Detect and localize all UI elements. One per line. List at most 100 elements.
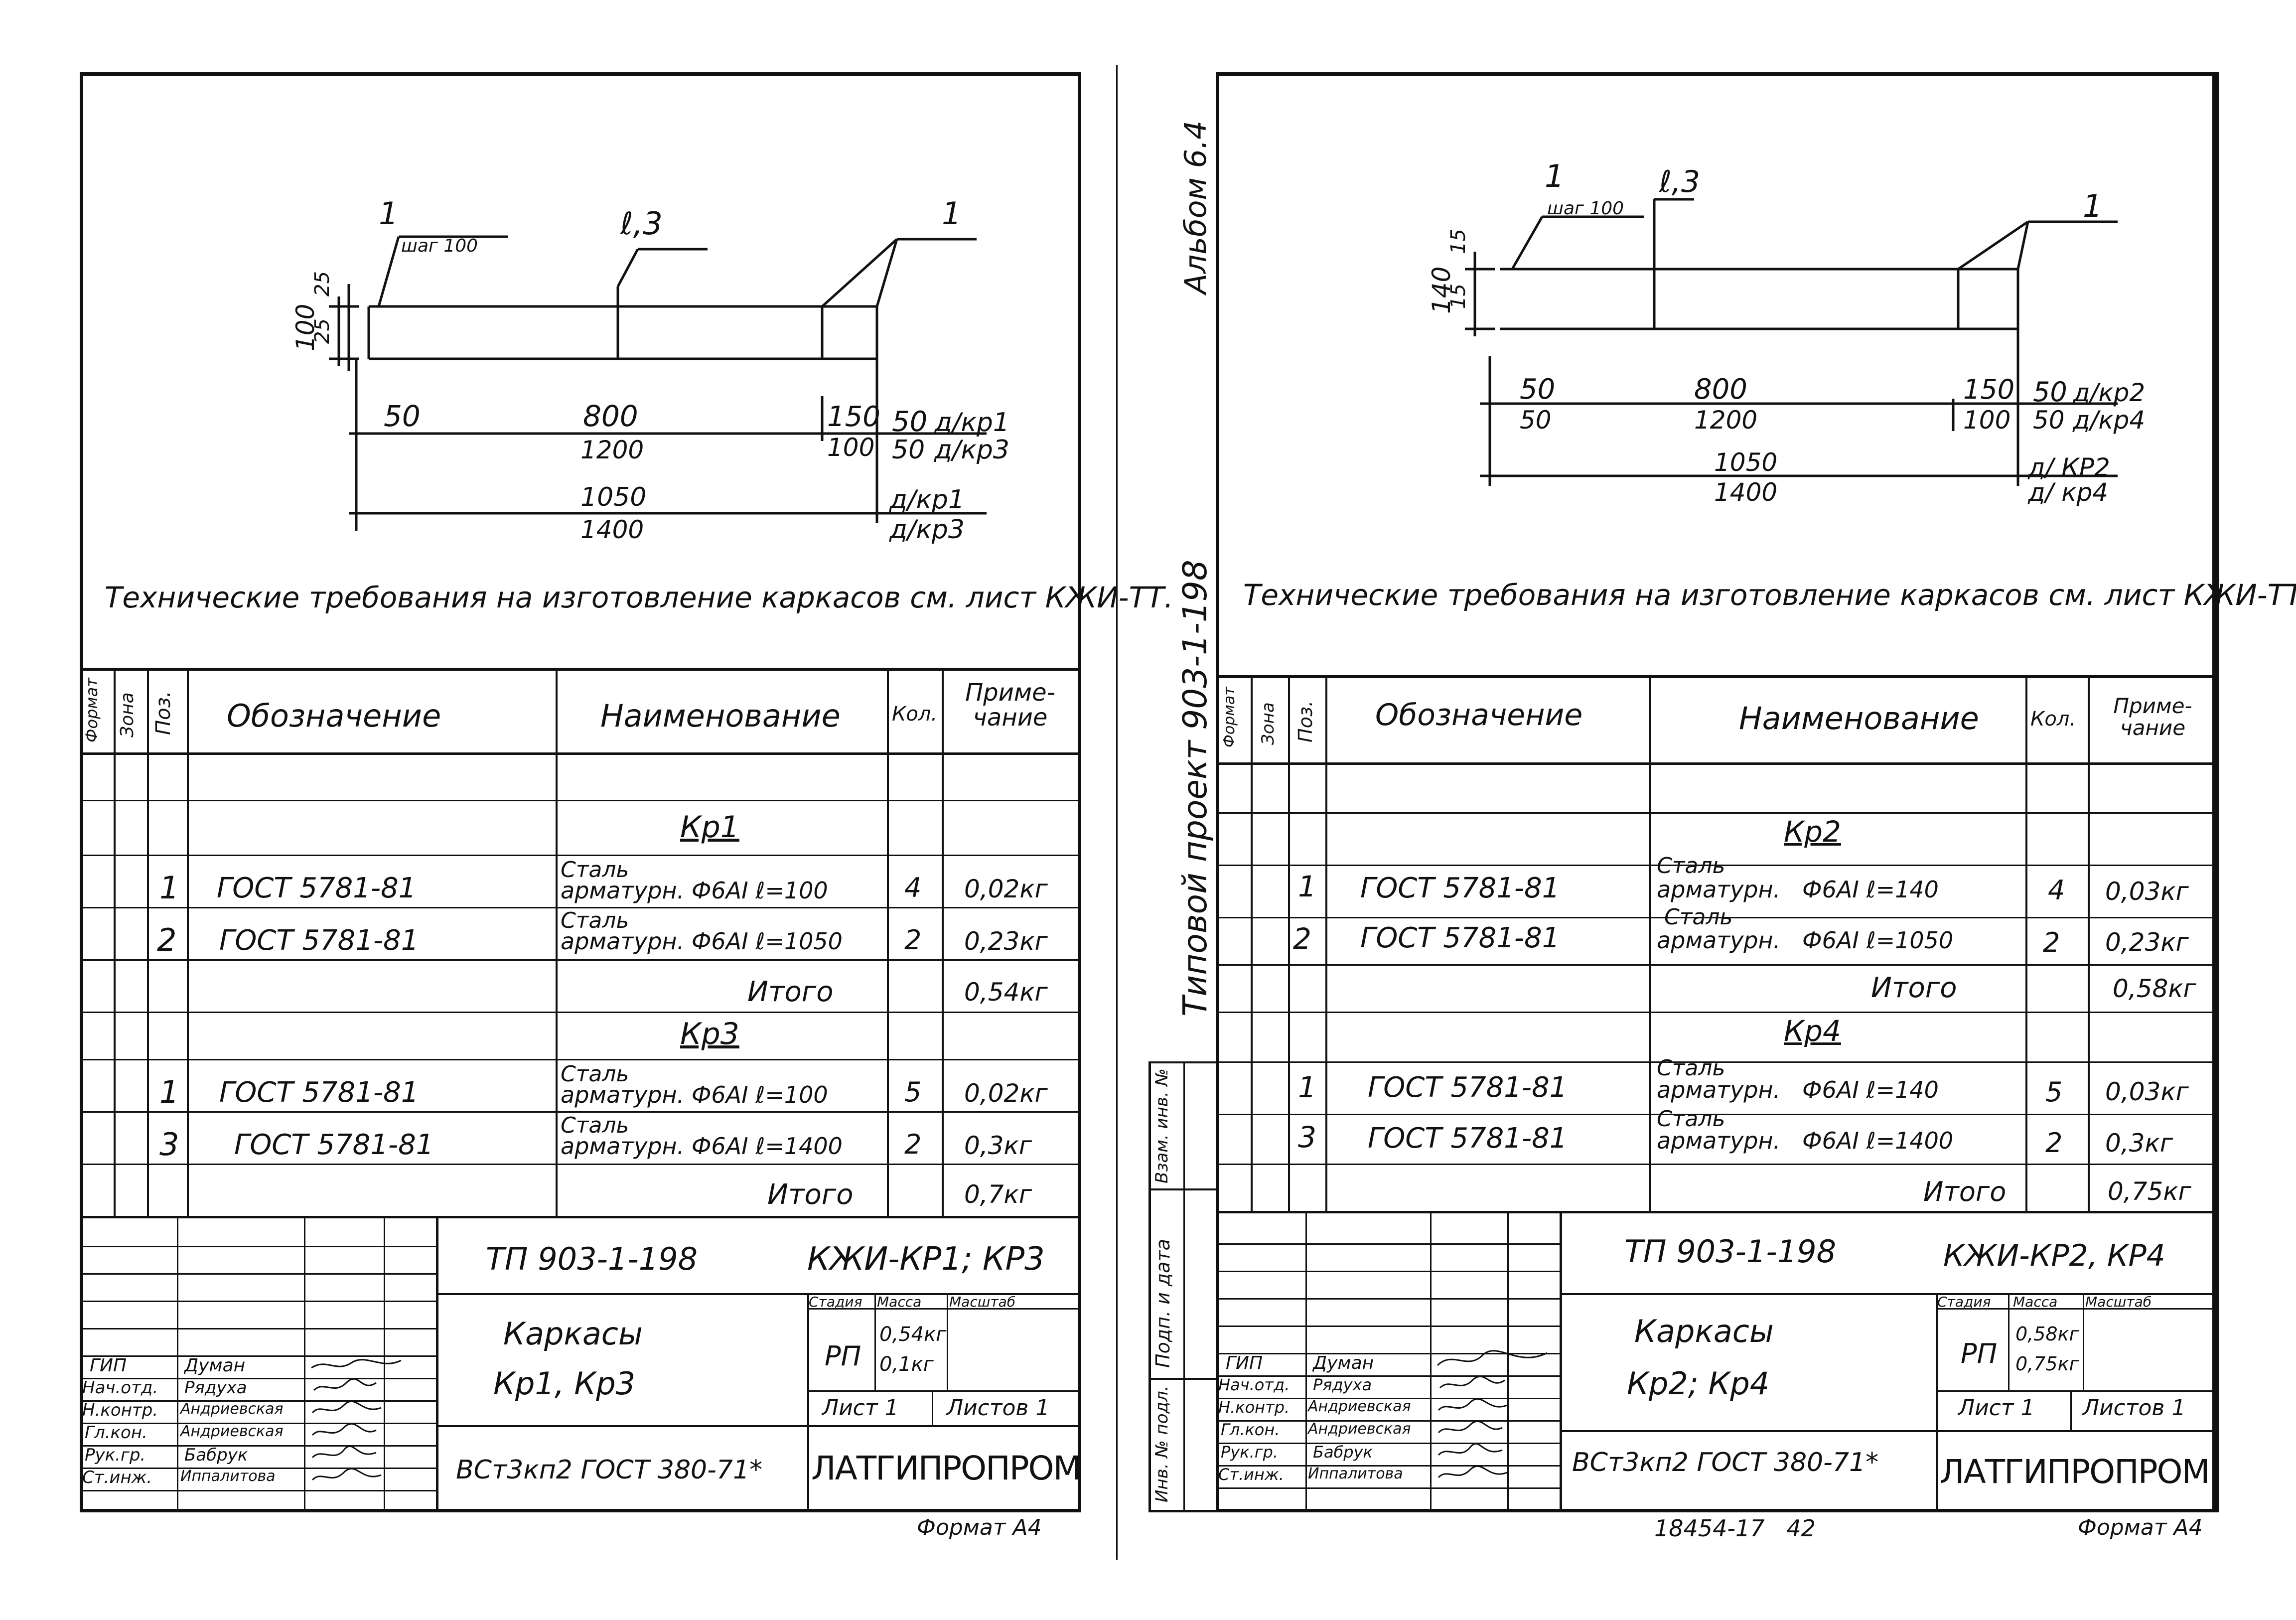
right-stamp-mass1: 0,58кг xyxy=(2015,1323,2079,1345)
right-side-box-line xyxy=(1183,1061,1185,1512)
left-row2-designation: ГОСТ 5781-81 xyxy=(219,924,419,957)
right-dim-1200: 1200 xyxy=(1694,406,1757,435)
left-table-line xyxy=(80,1164,1081,1165)
right-callout-left-num: 1 xyxy=(1545,158,1564,194)
left-stamp-line xyxy=(80,1490,436,1491)
right-side-box-2: Взам. инв. № xyxy=(1152,1068,1172,1183)
right-stamp-line xyxy=(1216,1443,1560,1444)
left-total2-value: 0,7кг xyxy=(964,1180,1032,1209)
left-total2-label: Итого xyxy=(767,1178,854,1211)
right-callout-left-sub: шаг 100 xyxy=(1547,198,1624,219)
left-header-note: Приме-чание xyxy=(965,679,1055,732)
right-signatures xyxy=(1436,1350,1548,1478)
right-dim-r-tot-a: д/ КР2 xyxy=(2027,453,2110,482)
left-dim-1050: 1050 xyxy=(580,482,646,512)
left-name-5: Иппалитова xyxy=(180,1468,276,1485)
left-stamp-line xyxy=(177,1216,178,1512)
right-role-1: Нач.отд. xyxy=(1218,1375,1290,1394)
left-total1-label: Итого xyxy=(747,976,834,1008)
right-row3-name-top: Сталь xyxy=(1657,1055,1725,1081)
right-total2-label: Итого xyxy=(1923,1176,2007,1207)
right-stamp-line xyxy=(1305,1211,1307,1512)
right-total1-label: Итого xyxy=(1871,972,1957,1004)
right-total2-value: 0,75кг xyxy=(2108,1177,2191,1206)
left-row2-name-top: Сталь xyxy=(561,908,629,933)
right-stamp-line xyxy=(1216,1420,1560,1422)
right-table-line xyxy=(1216,1211,2217,1213)
left-dim-1400: 1400 xyxy=(580,515,644,544)
right-dim-50b: 50 xyxy=(1520,406,1552,435)
right-album: Альбом 6.4 xyxy=(1178,120,1213,294)
left-name-2: Андриевская xyxy=(180,1400,284,1418)
right-dim-50a: 50 xyxy=(1520,373,1555,406)
left-row4-note: 0,3кг xyxy=(964,1131,1032,1160)
left-stamp-material: ВСт3кп2 ГОСТ 380-71* xyxy=(456,1455,763,1485)
left-callout-left-num: 1 xyxy=(379,195,398,232)
right-name-1: Рядуха xyxy=(1313,1375,1372,1394)
left-row1-name-bot: арматурн. Ф6АI ℓ=100 xyxy=(561,877,828,904)
left-stamp-sheet: Лист 1 xyxy=(822,1395,899,1421)
right-format: Формат А4 xyxy=(2078,1515,2203,1540)
right-stamp-line xyxy=(1936,1308,2217,1310)
right-group-kr4: Кр4 xyxy=(1784,1014,1841,1048)
right-stamp-line xyxy=(1216,1353,1560,1354)
left-table-col xyxy=(942,668,944,1216)
right-stamp-line xyxy=(1216,1325,1560,1327)
left-group-kr1: Кр1 xyxy=(680,810,739,845)
sheet-divider-line xyxy=(1116,65,1118,1560)
right-dim-1400: 1400 xyxy=(1714,478,1777,507)
left-row3-qty: 5 xyxy=(904,1076,922,1108)
right-stamp-org: ЛАТГИПРОПРОМ xyxy=(1940,1453,2210,1491)
right-table-line xyxy=(1216,1061,2217,1063)
left-group-kr3: Кр3 xyxy=(680,1017,739,1051)
left-row4-pos: 3 xyxy=(159,1126,179,1163)
left-table-col xyxy=(556,668,558,1216)
right-stamp-line xyxy=(1430,1211,1432,1512)
left-stamp-scale-h: Масштаб xyxy=(949,1294,1016,1310)
left-table-line xyxy=(80,1012,1081,1013)
left-stamp-line xyxy=(436,1425,1081,1427)
right-table-line xyxy=(1216,1114,2217,1115)
left-dim-v-top: 25 xyxy=(311,271,334,296)
left-stamp-sheets: Листов 1 xyxy=(947,1395,1050,1421)
right-dim-r-tot-b: д/ кр4 xyxy=(2027,478,2108,507)
right-row3-note: 0,03кг xyxy=(2105,1077,2189,1106)
right-row2-pos: 2 xyxy=(1293,922,1311,956)
right-role-2: Н.контр. xyxy=(1218,1398,1290,1417)
right-row3-name-bot: арматурн. Ф6АI ℓ=140 xyxy=(1657,1076,1939,1103)
right-table-header-line xyxy=(1216,762,2217,765)
right-stamp-line xyxy=(2070,1390,2072,1430)
right-table-col xyxy=(1251,675,1253,1211)
left-sheet-frame xyxy=(80,72,1081,1512)
right-frame-drawing: 1 шаг 100 ℓ,3 1 140 15 15 50 50 800 1200… xyxy=(1427,158,2145,507)
left-row1-qty: 4 xyxy=(904,872,922,903)
right-dim-1050: 1050 xyxy=(1714,448,1777,477)
right-row3-qty: 5 xyxy=(2045,1076,2063,1108)
left-header-pos: Поз. xyxy=(152,691,175,735)
right-table-col xyxy=(1288,675,1290,1211)
left-stamp-title2: Кр1, Кр3 xyxy=(493,1365,636,1402)
left-stamp-line xyxy=(80,1301,436,1302)
right-total1-value: 0,58кг xyxy=(2113,974,2196,1003)
left-name-1: Рядуха xyxy=(184,1378,247,1398)
right-dim-150: 150 xyxy=(1963,374,2014,405)
left-stamp-line xyxy=(874,1293,876,1390)
right-role-3: Гл.кон. xyxy=(1221,1420,1280,1439)
left-stamp-line xyxy=(932,1390,933,1425)
right-stamp-line xyxy=(1936,1293,1938,1512)
right-row2-note: 0,23кг xyxy=(2105,928,2189,957)
right-stamp-line xyxy=(1216,1398,1560,1399)
right-frame-thick-edge xyxy=(2212,72,2219,1512)
left-callout-right-num: 1 xyxy=(942,195,961,232)
left-header-designation: Обозначение xyxy=(227,698,441,734)
left-stamp-line xyxy=(80,1273,436,1275)
right-stamp-material: ВСт3кп2 ГОСТ 380-71* xyxy=(1572,1448,1879,1477)
right-stamp-line xyxy=(1507,1211,1509,1512)
right-tech-note: Технические требования на изготовление к… xyxy=(1243,578,2296,612)
left-table-line xyxy=(80,1059,1081,1060)
right-row4-pos: 3 xyxy=(1298,1120,1316,1154)
left-stamp-line xyxy=(80,1328,436,1329)
right-row1-note: 0,03кг xyxy=(2105,877,2189,906)
right-stamp-line xyxy=(2083,1293,2084,1390)
right-dim-r-kr-b: д/кр4 xyxy=(2072,406,2145,435)
